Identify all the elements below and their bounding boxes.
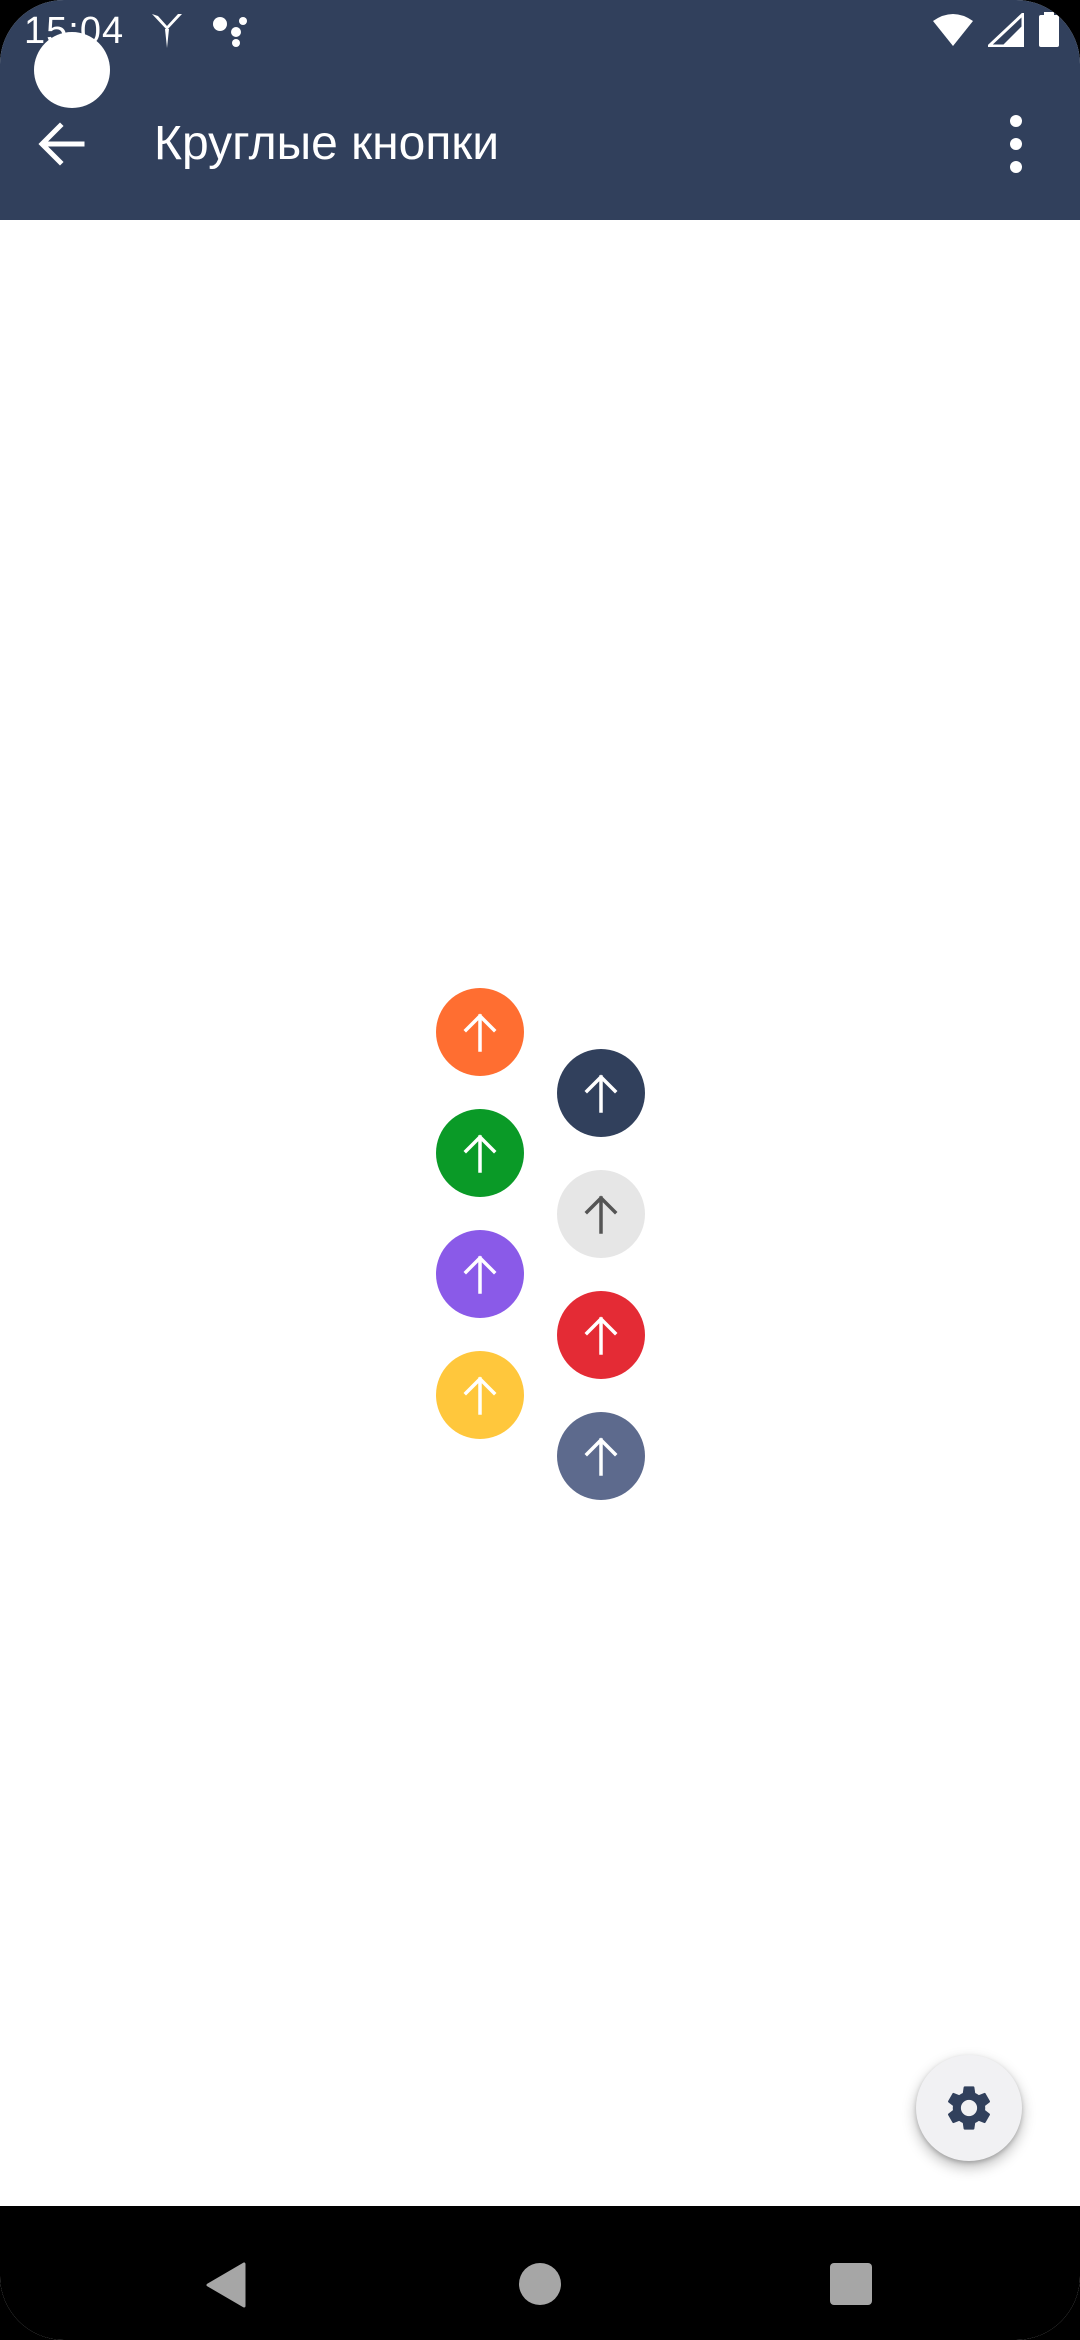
nav-back-button[interactable] <box>206 2262 246 2308</box>
arrow-up-icon <box>584 1195 618 1234</box>
round-button-slate[interactable] <box>557 1412 645 1500</box>
more-vert-icon <box>1010 115 1022 173</box>
gear-icon <box>947 2086 991 2130</box>
arrow-up-icon <box>463 1013 497 1052</box>
arrow-up-icon <box>463 1376 497 1415</box>
nav-recents-button[interactable] <box>829 2262 873 2306</box>
round-button-yellow[interactable] <box>436 1351 524 1439</box>
page-title: Круглые кнопки <box>154 117 500 170</box>
notification-dots-icon <box>213 17 247 47</box>
circle-home-icon <box>519 2263 561 2305</box>
signal-icon <box>988 13 1024 47</box>
battery-icon <box>1039 12 1059 47</box>
triangle-back-icon <box>206 2262 246 2308</box>
settings-fab[interactable] <box>916 2055 1022 2161</box>
status-notification-icons <box>150 12 248 50</box>
round-button-navy[interactable] <box>557 1049 645 1137</box>
notification-app-icon <box>152 14 182 48</box>
back-button[interactable] <box>30 112 94 176</box>
round-button-red[interactable] <box>557 1291 645 1379</box>
overflow-menu-button[interactable] <box>992 108 1040 180</box>
arrow-up-icon <box>463 1255 497 1294</box>
round-button-green[interactable] <box>436 1109 524 1197</box>
arrow-up-icon <box>584 1316 618 1355</box>
wifi-icon <box>933 14 973 46</box>
nav-home-button[interactable] <box>518 2262 562 2306</box>
square-recents-icon <box>830 2263 872 2305</box>
round-button-purple[interactable] <box>436 1230 524 1318</box>
arrow-up-icon <box>463 1134 497 1173</box>
app-bar: 15:04 <box>0 0 1080 220</box>
round-button-orange[interactable] <box>436 988 524 1076</box>
camera-cutout <box>34 32 110 108</box>
status-system-icons <box>932 12 1060 48</box>
arrow-up-icon <box>584 1074 618 1113</box>
round-button-light-gray[interactable] <box>557 1170 645 1258</box>
arrow-up-icon <box>584 1437 618 1476</box>
arrow-left-icon <box>38 122 85 166</box>
